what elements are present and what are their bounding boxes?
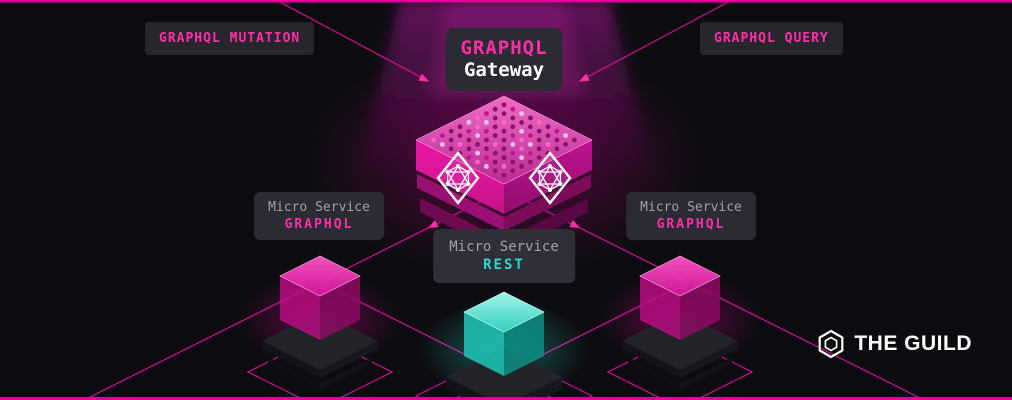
arrow-down-right-icon	[418, 73, 429, 82]
the-guild-logo: THE GUILD	[817, 329, 972, 359]
microservice-type: GRAPHQL	[656, 217, 726, 232]
the-guild-logo-text: THE GUILD	[854, 332, 972, 355]
the-guild-logo-icon	[818, 329, 844, 359]
gateway-subtitle: Gateway	[463, 59, 545, 81]
graphql-query-badge: GRAPHQL QUERY	[700, 22, 843, 55]
graphql-mutation-badge: GRAPHQL MUTATION	[145, 22, 315, 55]
gateway-cube	[415, 95, 593, 254]
microservice-name: Micro Service	[449, 239, 559, 255]
circuit-dot-grid	[431, 102, 577, 178]
arrow-icons	[418, 73, 590, 228]
service-cube-right	[600, 255, 760, 390]
service-cube-left	[240, 255, 400, 390]
microservice-label-center: Micro Service REST	[433, 229, 575, 283]
microservice-name: Micro Service	[268, 200, 370, 215]
gateway-label: GRAPHQL Gateway	[445, 28, 563, 91]
microservice-name: Micro Service	[640, 200, 742, 215]
bottom-accent-line	[0, 397, 1012, 400]
graphql-logo-icon	[436, 151, 480, 205]
arrow-down-right-icon	[569, 219, 580, 228]
top-accent-line	[0, 0, 1012, 3]
graphql-logo-icon	[528, 151, 572, 205]
arrow-down-left-icon	[428, 220, 439, 228]
service-cube-center	[419, 291, 589, 400]
microservice-type: REST	[483, 257, 525, 273]
microservice-label-left: Micro Service GRAPHQL	[254, 192, 384, 240]
microservice-label-right: Micro Service GRAPHQL	[626, 192, 756, 240]
microservice-type: GRAPHQL	[284, 217, 354, 232]
gateway-title: GRAPHQL	[460, 37, 548, 59]
arrow-down-left-icon	[579, 73, 590, 82]
